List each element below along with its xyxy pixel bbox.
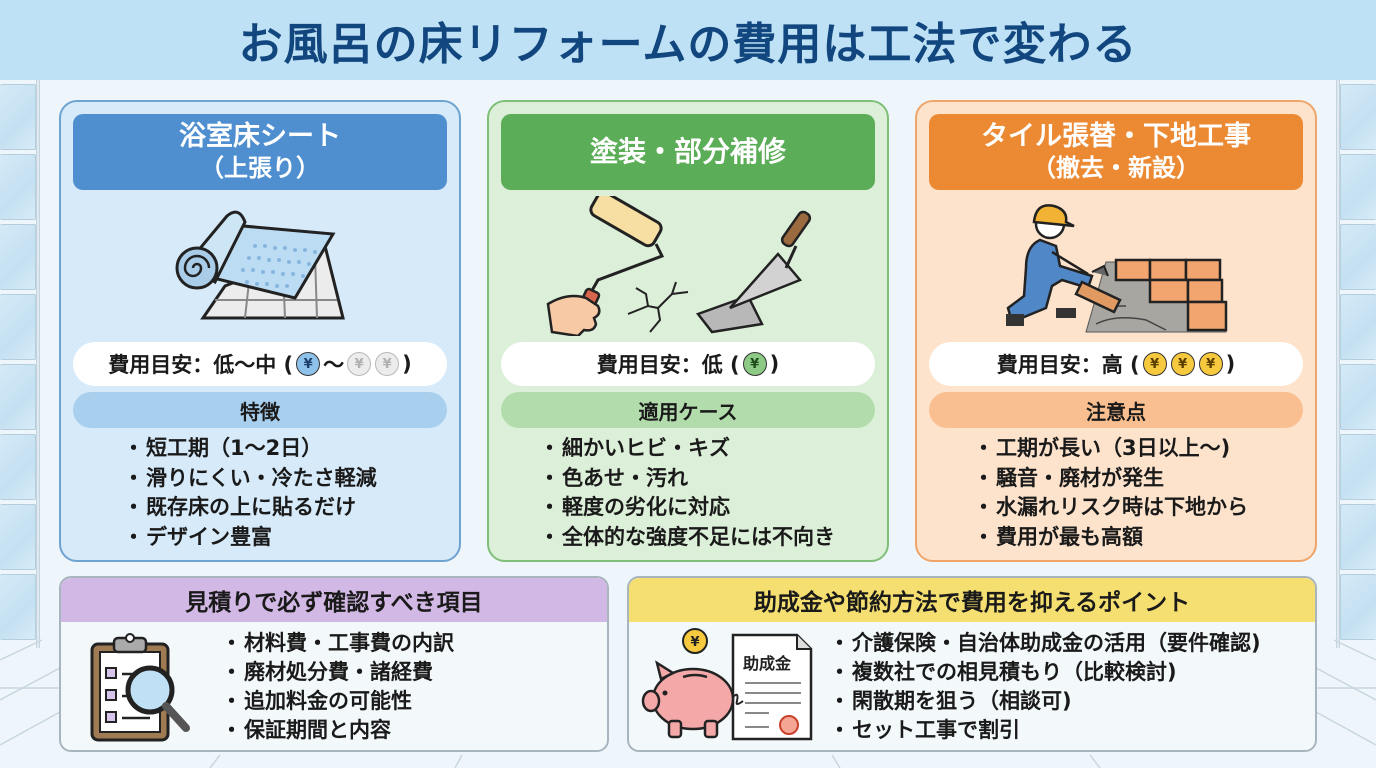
cost-label: 費用目安：低 ( — [596, 353, 740, 377]
list-item: 短工期（1〜2日） — [123, 434, 447, 464]
wall-edge-left — [36, 80, 40, 648]
caution-list: 工期が長い（3日以上〜) 騒音・廃材が発生 水漏れリスク時は下地から 費用が最も… — [929, 434, 1303, 552]
title-banner: お風呂の床リフォームの費用は工法で変わる — [0, 0, 1376, 80]
yen-coin-gold-icon: ¥ — [1142, 352, 1167, 376]
list-item: 工期が長い（3日以上〜) — [973, 434, 1303, 464]
list-item: 費用が最も高額 — [973, 523, 1303, 553]
estimate-check-panel: 見積りで必ず確認すべき項目 材料費・工事費の内訳 廃材処分費・諸経費 追加料金の… — [59, 576, 609, 752]
yen-coin-green-icon: ¥ — [742, 352, 767, 376]
worker-laying-tiles-icon — [929, 190, 1303, 342]
method-card-header: 浴室床シート （上張り） — [73, 114, 447, 190]
clipboard-magnifier-icon — [61, 630, 221, 745]
wall-tiles-left — [0, 80, 36, 640]
list-item: セット工事で割引 — [829, 716, 1261, 745]
cost-close: ) — [402, 352, 412, 376]
svg-text:¥: ¥ — [690, 635, 699, 650]
cost-label: 費用目安：高 ( — [996, 353, 1140, 377]
method-title: 塗装・部分補修 — [589, 135, 786, 169]
yen-coin-gold-icon: ¥ — [1198, 352, 1223, 376]
list-item: 騒音・廃材が発生 — [973, 464, 1303, 494]
list-item: 保証期間と内容 — [221, 716, 454, 745]
svg-text:助成金: 助成金 — [743, 654, 792, 673]
list-item: デザイン豊富 — [123, 523, 447, 553]
list-item: 水漏れリスク時は下地から — [973, 493, 1303, 523]
saving-tips-panel: 助成金や節約方法で費用を抑えるポイント 助成金 ¥ — [627, 576, 1317, 752]
list-item: 全体的な強度不足には不向き — [539, 523, 875, 553]
paint-roller-trowel-icon — [501, 190, 875, 342]
wall-edge-right — [1336, 80, 1340, 648]
cost-estimate: 費用目安：低 ( ¥ ) — [501, 342, 875, 386]
list-item: 追加料金の可能性 — [221, 687, 454, 716]
panel-title: 助成金や節約方法で費用を抑えるポイント — [629, 578, 1315, 622]
list-item: 既存床の上に貼るだけ — [123, 493, 447, 523]
list-item: 介護保険・自治体助成金の活用（要件確認) — [829, 629, 1261, 658]
method-subtitle: （撤去・新設） — [1032, 153, 1200, 182]
list-item: 閑散期を狙う（相談可) — [829, 687, 1261, 716]
section-label: 特徴 — [73, 392, 447, 428]
cost-separator: 〜 — [323, 353, 345, 377]
saving-tips-list: 介護保険・自治体助成金の活用（要件確認) 複数社での相見積もり（比較検討) 閑散… — [829, 629, 1261, 745]
wall-tiles-right — [1340, 80, 1376, 640]
rolled-sheet-icon — [73, 190, 447, 342]
list-item: 複数社での相見積もり（比較検討) — [829, 658, 1261, 687]
list-item: 廃材処分費・諸経費 — [221, 658, 454, 687]
estimate-check-list: 材料費・工事費の内訳 廃材処分費・諸経費 追加料金の可能性 保証期間と内容 — [221, 629, 454, 745]
method-card-header: タイル張替・下地工事 （撤去・新設） — [929, 114, 1303, 190]
method-card-header: 塗装・部分補修 — [501, 114, 875, 190]
method-title: タイル張替・下地工事 — [981, 121, 1251, 153]
piggy-bank-subsidy-icon: 助成金 ¥ — [629, 627, 829, 747]
method-title: 浴室床シート — [179, 121, 341, 153]
cost-estimate: 費用目安：低〜中 ( ¥ 〜 ¥ ¥ ) — [73, 342, 447, 386]
method-card-floor-sheet: 浴室床シート （上張り） 費用目安：低〜中 ( ¥ 〜 ¥ ¥ ) — [59, 100, 461, 562]
method-card-tile-replacement: タイル張替・下地工事 （撤去・新設） 費用目安：高 ( ¥ ¥ ¥ ) — [915, 100, 1317, 562]
method-subtitle: （上張り） — [200, 153, 320, 182]
panel-title: 見積りで必ず確認すべき項目 — [61, 578, 607, 622]
yen-coin-gold-icon: ¥ — [1170, 352, 1195, 376]
list-item: 色あせ・汚れ — [539, 464, 875, 494]
section-label: 適用ケース — [501, 392, 875, 428]
page-title: お風呂の床リフォームの費用は工法で変わる — [238, 19, 1138, 70]
cost-close: ) — [769, 352, 780, 376]
use-case-list: 細かいヒビ・キズ 色あせ・汚れ 軽度の劣化に対応 全体的な強度不足には不向き — [501, 434, 875, 552]
cost-close: ) — [1225, 352, 1236, 376]
section-label: 注意点 — [929, 392, 1303, 428]
list-item: 細かいヒビ・キズ — [539, 434, 875, 464]
yen-coin-grey-icon: ¥ — [375, 352, 400, 376]
yen-coin-grey-icon: ¥ — [347, 352, 372, 376]
cost-label: 費用目安：低〜中 ( — [108, 353, 294, 377]
method-card-paint-repair: 塗装・部分補修 費用目安：低 ( ¥ ) 適用ケース 細かいヒビ・キズ 色あせ・… — [487, 100, 889, 562]
feature-list: 短工期（1〜2日） 滑りにくい・冷たさ軽減 既存床の上に貼るだけ デザイン豊富 — [73, 434, 447, 552]
yen-coin-blue-icon: ¥ — [296, 352, 321, 376]
cost-estimate: 費用目安：高 ( ¥ ¥ ¥ ) — [929, 342, 1303, 386]
list-item: 軽度の劣化に対応 — [539, 493, 875, 523]
list-item: 材料費・工事費の内訳 — [221, 629, 454, 658]
list-item: 滑りにくい・冷たさ軽減 — [123, 464, 447, 494]
